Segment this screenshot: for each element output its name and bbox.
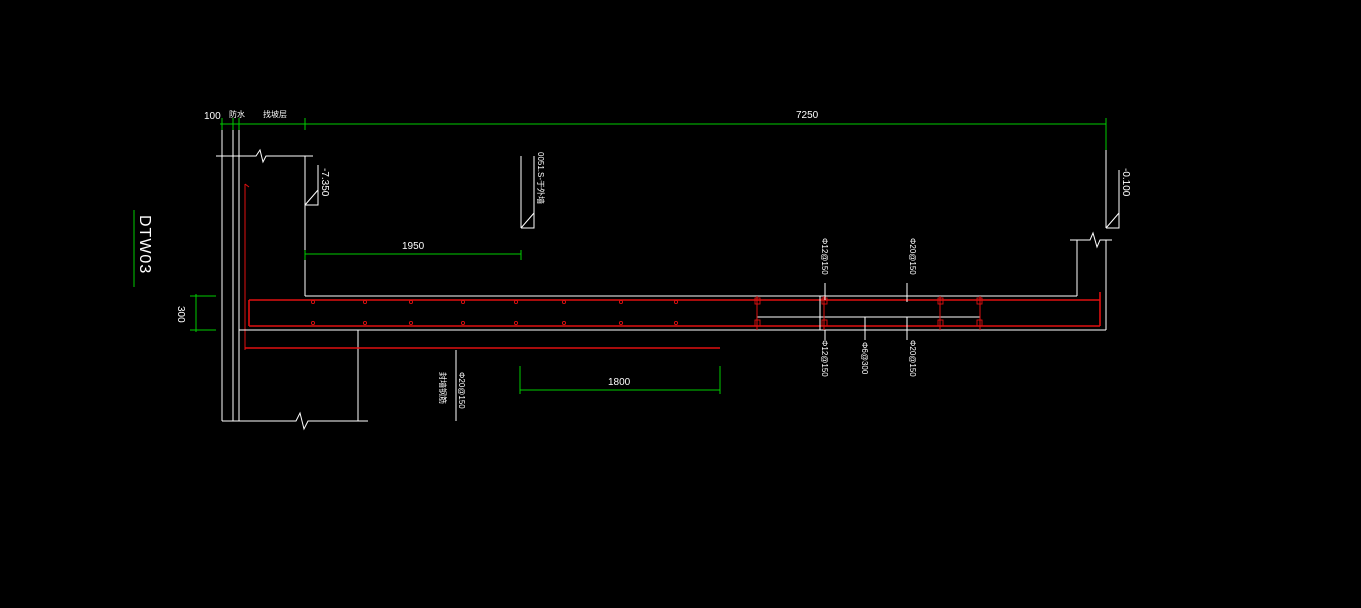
dim-100: 100 (204, 111, 221, 122)
rebar-dot (673, 299, 679, 305)
title-block: DTW03 (133, 210, 153, 287)
drawing-title: DTW03 (136, 215, 153, 274)
rebar (245, 292, 1101, 349)
dim-1950-text: 1950 (402, 241, 425, 252)
elev-marker-middle (520, 211, 535, 229)
elev-marker-right (1105, 211, 1120, 229)
rebar-dot (408, 320, 414, 326)
elevation-right: -0.100 (1070, 150, 1131, 296)
dim-300-text: 300 (175, 306, 186, 323)
rebar-dot (618, 299, 624, 305)
label-insulation: 找坡层 (263, 109, 287, 119)
left-block-label: 封墙钢筋 Φ20@150 (438, 372, 466, 409)
left-block-rebar: Φ20@150 (457, 372, 466, 409)
rebar-label-bottom-3: Φ20@150 (908, 340, 917, 377)
wall-rebar-hook (244, 183, 250, 188)
left-wall (216, 130, 368, 431)
stirrup-hook (976, 297, 983, 305)
break-line-top (216, 148, 313, 164)
break-line-right (1070, 231, 1112, 249)
rebar-dot (513, 299, 519, 305)
elev-left-text: -7.350 (319, 168, 330, 197)
rebar-label-top-2: Φ20@150 (908, 238, 917, 275)
rebar-label-bottom-1: Φ12@150 (820, 340, 829, 377)
rebar-dot (673, 320, 679, 326)
dim-1800-text: 1800 (608, 377, 631, 388)
rebar-dot (561, 320, 567, 326)
rebar-dot (561, 299, 567, 305)
rebar-dot (513, 320, 519, 326)
rebar-label-bottom-2: Φ6@300 (860, 342, 869, 375)
rebar-dot (460, 299, 466, 305)
rebar-dot (408, 299, 414, 305)
top-dimension: 100 防水 找坡层 7250 (204, 109, 1107, 150)
reinforced-zone: Φ12@150 Φ20@150 Φ12@150 Φ6@300 Φ20@150 (754, 238, 983, 377)
dim-1950: 1950 (304, 241, 522, 260)
slab (239, 240, 1107, 421)
elevation-left: -7.350 (304, 156, 330, 296)
rebar-dot (618, 320, 624, 326)
elev-right-text: -0.100 (1120, 168, 1131, 197)
stirrup-hook (754, 319, 761, 327)
stirrup-hook (937, 319, 944, 327)
dim-300: 300 (175, 294, 216, 332)
rebar-dot (310, 299, 316, 305)
dim-7250: 7250 (796, 110, 819, 121)
stirrup-hook (754, 297, 761, 305)
stirrup-hook (821, 319, 828, 327)
rebar-label-top-1: Φ12@150 (820, 238, 829, 275)
label-waterproof: 防水 (229, 109, 245, 119)
rebar-dot (362, 320, 368, 326)
dim-1800: 1800 (519, 366, 721, 394)
rebar-dot (310, 320, 316, 326)
elev-marker-left (304, 188, 319, 206)
elevation-middle: 0051.S-于外墙 (520, 152, 546, 229)
rebar-dot (460, 320, 466, 326)
rebar-dot (362, 299, 368, 305)
break-line-bottom (222, 411, 368, 431)
stirrup-hook (976, 319, 983, 327)
stirrup-hook (937, 297, 944, 305)
elev-middle-text: 0051.S-于外墙 (536, 152, 546, 204)
left-block-note: 封墙钢筋 (438, 372, 448, 404)
